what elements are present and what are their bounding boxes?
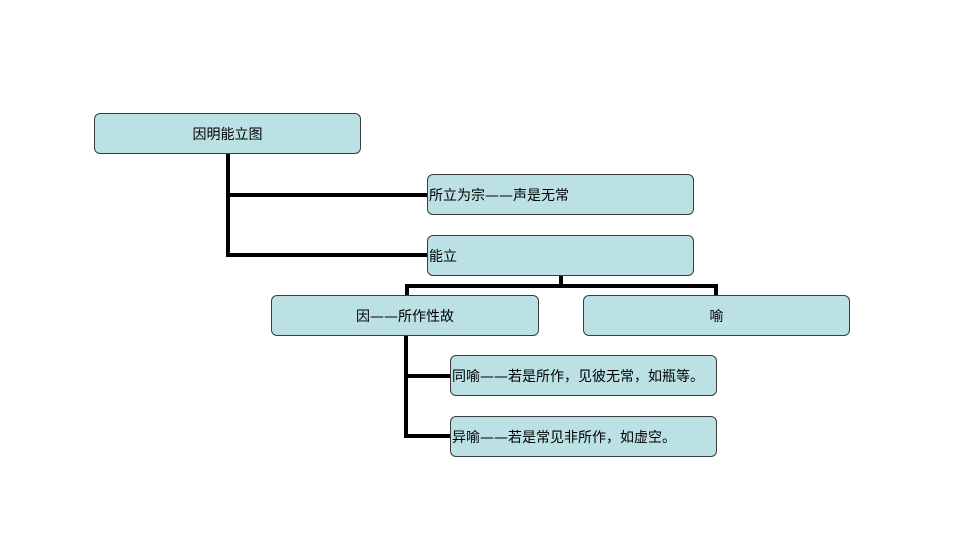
node-title-label: 因明能立图 (192, 126, 263, 143)
node-thesis-label: 所立为宗——声是无常 (429, 187, 569, 204)
node-similar-example-label: 同喻——若是所作，见彼无常，如瓶等。 (452, 368, 704, 385)
node-proof-label: 能立 (429, 248, 457, 265)
node-title: 因明能立图 (94, 113, 361, 154)
node-dissimilar-example: 异喻——若是常见非所作，如虚空。 (450, 416, 717, 457)
node-proof: 能立 (427, 235, 694, 276)
node-thesis: 所立为宗——声是无常 (427, 174, 694, 215)
node-reason-label: 因——所作性故 (356, 308, 454, 325)
node-similar-example: 同喻——若是所作，见彼无常，如瓶等。 (450, 355, 717, 396)
node-example: 喻 (583, 295, 850, 336)
node-example-label: 喻 (709, 308, 724, 325)
node-reason: 因——所作性故 (271, 295, 539, 336)
node-dissimilar-example-label: 异喻——若是常见非所作，如虚空。 (452, 429, 676, 446)
